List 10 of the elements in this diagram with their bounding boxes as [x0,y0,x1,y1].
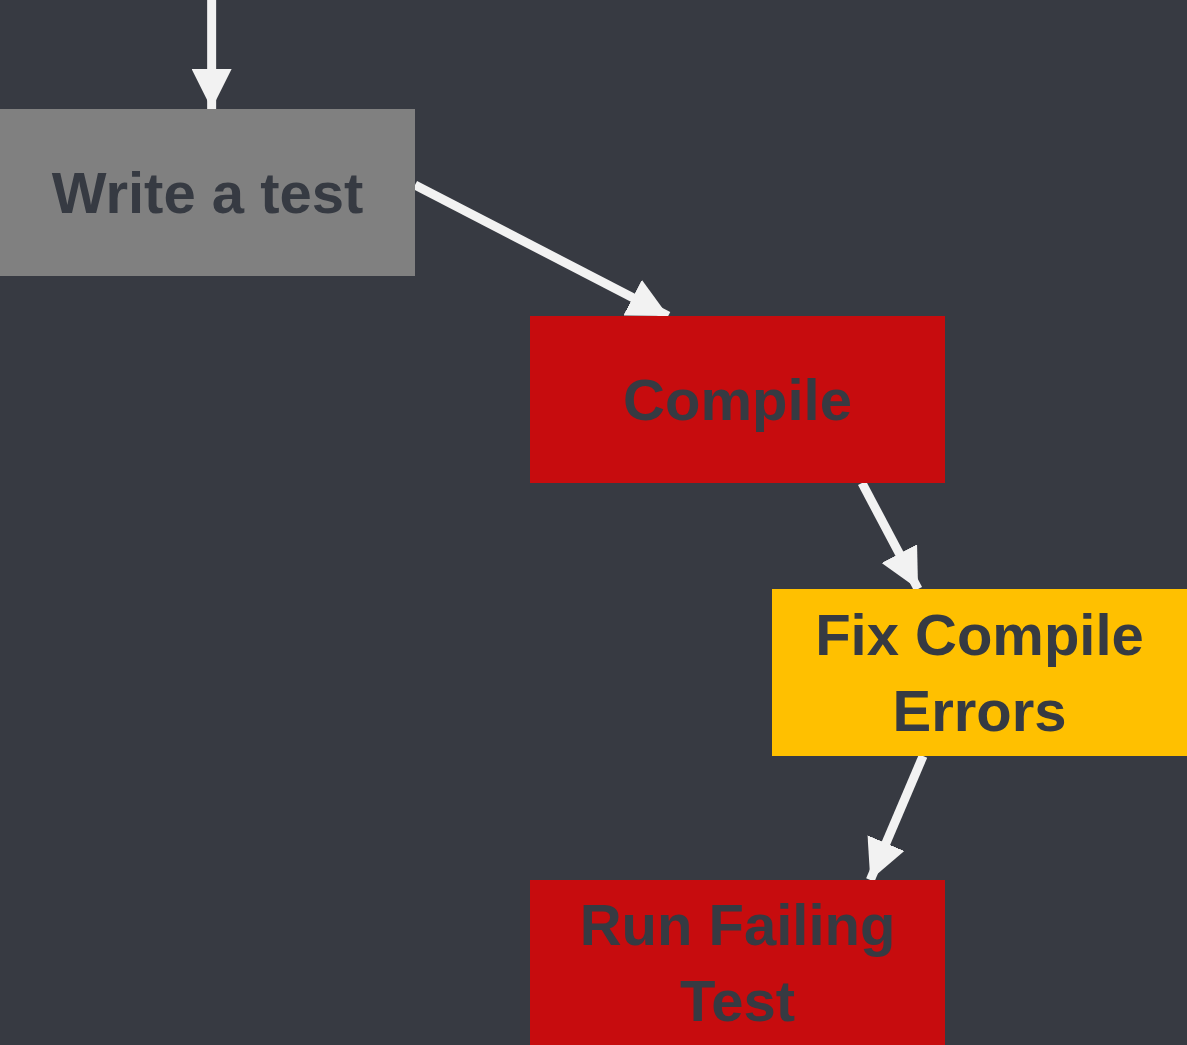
process-box [530,880,945,1045]
box-label: Write a test [51,158,364,227]
process-box [530,316,945,483]
process-box [772,589,1187,756]
box-label: Compile [623,365,852,434]
process-box [0,109,415,276]
arrow [191,0,232,109]
box-label: Run Failing Test [578,890,897,1035]
box-label: Fix Compile Errors [814,600,1145,745]
arrow [866,754,928,882]
